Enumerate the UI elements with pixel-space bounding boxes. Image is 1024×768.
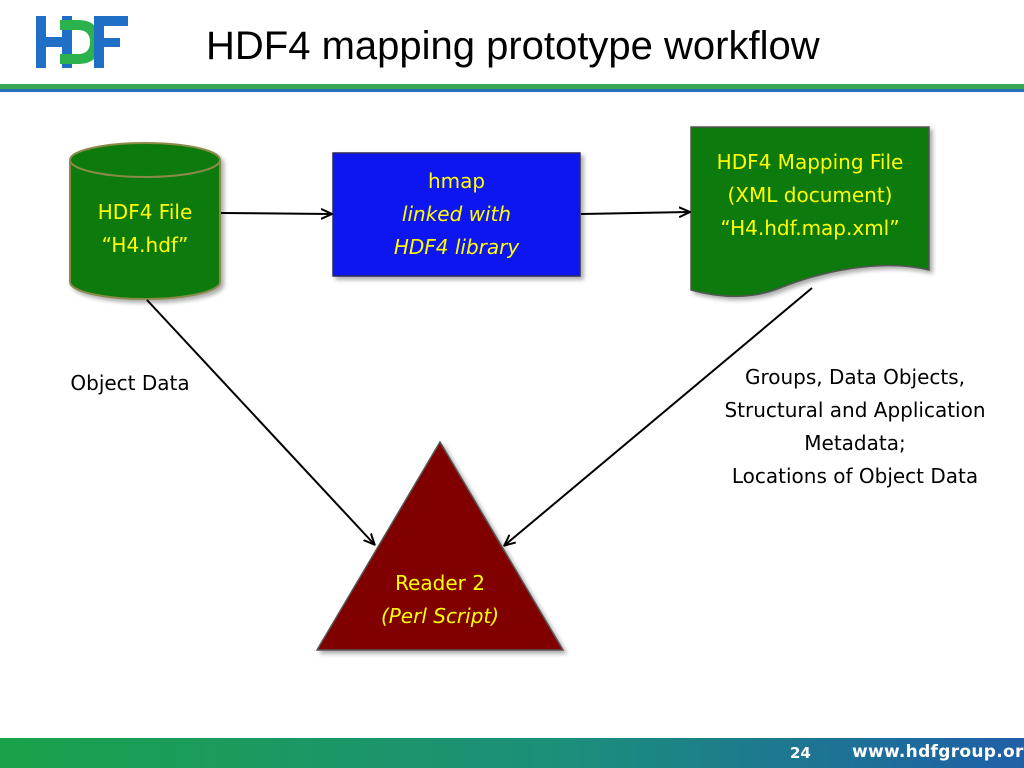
website-link[interactable]: www.hdfgroup.org (852, 742, 1024, 762)
metadata-line-2: Structural and Application (724, 398, 986, 422)
metadata-line-3: Metadata; (804, 431, 906, 455)
hmap-linked: linked with (401, 202, 512, 226)
hmap-name: hmap (427, 169, 486, 193)
hmap-label: hmap linked with HDF4 library (333, 165, 580, 264)
arrow-mapping-to-reader (505, 287, 813, 545)
mapping-file-label: HDF4 Mapping File (XML document) “H4.hdf… (691, 146, 929, 245)
workflow-diagram (69, 126, 930, 651)
object-data-caption: Object Data (70, 371, 190, 395)
mapping-file-document (690, 126, 930, 298)
hdf4-file-name: HDF4 File (97, 200, 193, 224)
reader-triangle (315, 440, 565, 651)
footer-bar (0, 738, 1024, 768)
mapping-file-title: HDF4 Mapping File (716, 150, 904, 174)
hdf-logo (36, 16, 128, 68)
reader-type: (Perl Script) (380, 604, 500, 628)
header-divider (0, 84, 1024, 92)
mapping-file-path: “H4.hdf.map.xml” (720, 216, 900, 240)
arrow-file-to-hmap (220, 213, 331, 214)
hdf4-file-cylinder (69, 142, 221, 300)
page-title: HDF4 mapping prototype workflow (206, 24, 820, 68)
page-number: 24 (790, 744, 811, 762)
arrow-file-to-reader (146, 299, 374, 544)
hmap-box (332, 152, 581, 277)
hdf4-file-label: HDF4 File “H4.hdf” (70, 196, 220, 262)
reader-name: Reader 2 (395, 571, 485, 595)
hmap-library: HDF4 library (393, 235, 520, 259)
hdf4-file-path: “H4.hdf” (101, 233, 189, 257)
mapping-file-type: (XML document) (727, 183, 893, 207)
arrow-hmap-to-mapping (580, 212, 689, 214)
reader-label: Reader 2 (Perl Script) (330, 567, 550, 633)
metadata-line-4: Locations of Object Data (731, 464, 979, 488)
metadata-line-1: Groups, Data Objects, (744, 365, 966, 389)
metadata-caption: Groups, Data Objects, Structural and App… (694, 361, 1016, 493)
